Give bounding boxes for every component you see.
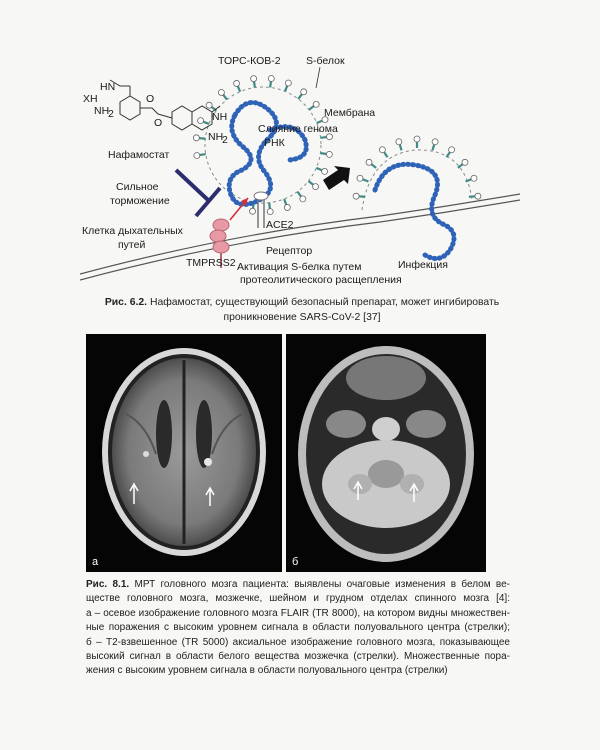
label-infection: Инфекция bbox=[398, 259, 448, 271]
label-strong-1: Сильное bbox=[116, 181, 159, 193]
panel-label-a: а bbox=[92, 556, 99, 568]
label-activation-2: протеолитического расщепления bbox=[240, 274, 402, 285]
chem-o-2: O bbox=[154, 117, 162, 129]
tmprss2-protease bbox=[209, 218, 230, 268]
chem-o-1: O bbox=[146, 93, 154, 105]
spike-head bbox=[395, 138, 403, 146]
caption-line: ные поражения с высоким уровнем сигнала … bbox=[86, 622, 510, 634]
figure-8-1-caption: Рис. 8.1. МРТ головного мозга пациента: … bbox=[86, 578, 510, 679]
spike-head bbox=[378, 146, 386, 154]
caption-line: высокий сигнал в области белого вещества… bbox=[86, 651, 510, 663]
lesion-arrow bbox=[205, 486, 215, 506]
spike-head bbox=[267, 75, 275, 82]
spike-head bbox=[283, 204, 291, 211]
caption-line: ществе головного мозга, мозжечке, шейном… bbox=[86, 593, 510, 605]
spike-head bbox=[197, 117, 204, 125]
lesion-arrow bbox=[353, 480, 363, 500]
spike-head bbox=[325, 150, 333, 158]
caption-number: Рис. 6.2. bbox=[104, 297, 148, 308]
spike-head bbox=[249, 207, 256, 215]
label-membrane: Мембрана bbox=[324, 107, 375, 119]
caption-line: Нафамостат, существующий безопасный преп… bbox=[149, 297, 500, 308]
lesion-arrow bbox=[129, 482, 139, 504]
nafamostat-diagram: XH HN NH 2 O O NH NH 2 ТОРС-КОВ-2 S-бело… bbox=[80, 55, 520, 285]
infected-virus bbox=[352, 135, 482, 262]
chem-nh: NH bbox=[212, 111, 227, 123]
spike-head bbox=[193, 152, 201, 159]
spike-head bbox=[321, 116, 329, 124]
chem-sub2-right: 2 bbox=[222, 134, 228, 146]
lesion-arrow bbox=[409, 482, 419, 502]
label-strong-2: торможение bbox=[110, 195, 170, 207]
mri-panel-b: б bbox=[286, 334, 486, 572]
chem-nh2-left: NH bbox=[94, 105, 109, 117]
spike-head bbox=[356, 174, 364, 182]
caption-line: проникновение SARS-CoV-2 [37] bbox=[223, 311, 381, 323]
spike-head bbox=[266, 208, 274, 216]
label-activation-1: Активация S-белка путем bbox=[237, 261, 361, 273]
chem-nh2-right: NH bbox=[208, 131, 223, 143]
mri-panel-a: а bbox=[86, 334, 282, 572]
spike-head bbox=[413, 135, 421, 143]
spike-head bbox=[300, 88, 308, 96]
chem-sub2-left: 2 bbox=[108, 108, 114, 120]
label-fusion: Слияние генома bbox=[258, 123, 338, 135]
label-tmprss2: TMPRSS2 bbox=[186, 257, 236, 269]
inhibition-symbol bbox=[174, 168, 222, 218]
spike-head bbox=[448, 146, 456, 154]
spike-head bbox=[326, 133, 333, 141]
caption-number: Рис. 8.1. bbox=[86, 579, 130, 590]
label-cell-1: Клетка дыхательных bbox=[82, 225, 184, 237]
label-ace2: ACE2 bbox=[266, 219, 294, 231]
caption-line: МРТ головного мозга пациента: выявлены о… bbox=[134, 579, 511, 590]
figure-6-2-caption: Рис. 6.2. Нафамостат, существующий безоп… bbox=[92, 296, 512, 325]
chem-xh: XH bbox=[83, 93, 98, 105]
panel-label-b: б bbox=[292, 556, 299, 568]
spike-head bbox=[352, 192, 360, 200]
spike-head bbox=[299, 195, 307, 203]
label-cell-2: путей bbox=[118, 239, 145, 251]
chem-hn: HN bbox=[100, 81, 115, 93]
progress-arrow bbox=[323, 166, 350, 190]
nafamostat-structure bbox=[109, 79, 221, 131]
spike-head bbox=[218, 89, 225, 96]
caption-line: а – осевое изображение головного мозга F… bbox=[86, 607, 510, 619]
label-torc: ТОРС-КОВ-2 bbox=[218, 55, 281, 67]
spike-head bbox=[470, 174, 478, 182]
ace2-receptor bbox=[253, 191, 269, 228]
spike-head bbox=[474, 192, 482, 200]
spike-head bbox=[312, 183, 319, 190]
spike-head bbox=[312, 100, 320, 108]
label-nafamostat: Нафамостат bbox=[108, 149, 170, 161]
caption-line: жения с высоким уровнем сигнала в област… bbox=[86, 665, 448, 677]
spike-head bbox=[321, 168, 328, 175]
spike-head bbox=[284, 79, 292, 87]
virus-particle bbox=[192, 75, 333, 216]
spike-head bbox=[461, 158, 469, 166]
spike-head bbox=[192, 134, 200, 142]
spike-head bbox=[205, 101, 213, 109]
spike-head bbox=[365, 158, 373, 166]
label-rna: РНК bbox=[264, 137, 286, 149]
label-receptor: Рецептор bbox=[266, 245, 312, 257]
label-s-protein: S-белок bbox=[306, 55, 345, 67]
caption-line: б – Т2-взвешенное (TR 5000) аксиальное и… bbox=[86, 636, 510, 648]
spike-head bbox=[233, 80, 240, 87]
spike-head bbox=[250, 75, 258, 83]
spike-head bbox=[431, 138, 439, 146]
